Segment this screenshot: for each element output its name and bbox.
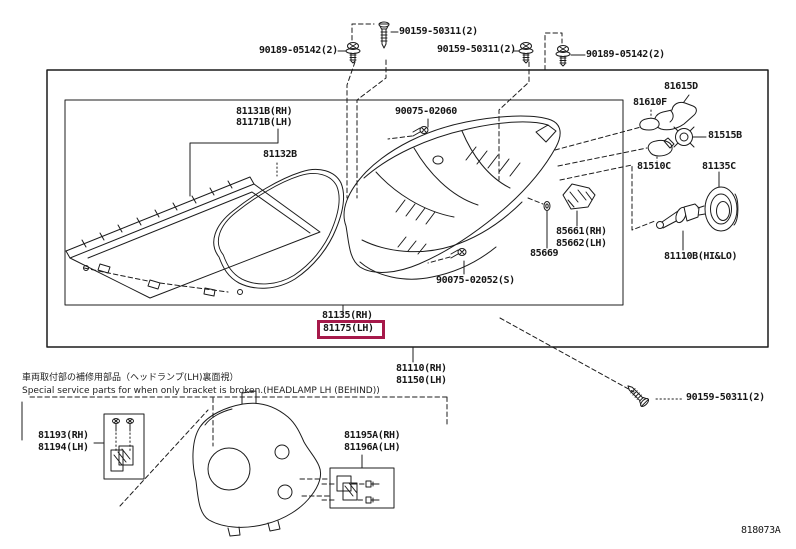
part-label-unit-lh[interactable]: 81175(LH) bbox=[323, 323, 374, 334]
part-label-lens-rh[interactable]: 81131B(RH) bbox=[236, 106, 293, 117]
part-label-socket[interactable]: 81515B bbox=[708, 130, 742, 141]
part-label-bracket-rh[interactable]: 85661(RH) bbox=[556, 226, 607, 237]
part-label-screw-upper[interactable]: 90075-02060 bbox=[395, 106, 457, 117]
bolt-mid-icon bbox=[512, 42, 534, 64]
part-label-socket-cover[interactable]: 81615D bbox=[664, 81, 698, 92]
part-label-screw-top-right[interactable]: 90189-05142(2) bbox=[586, 49, 665, 60]
service-note-en: Special service parts for when only brac… bbox=[22, 386, 380, 396]
bulb-front-drawing bbox=[639, 109, 660, 131]
leader-dashed bbox=[356, 59, 387, 199]
part-label-gasket[interactable]: 81132B bbox=[263, 149, 297, 160]
bolt-bottom-icon bbox=[499, 317, 684, 409]
part-label-assy-lh[interactable]: 81150(LH) bbox=[396, 375, 447, 386]
part-label-screw-lower[interactable]: 90075-02052(S) bbox=[436, 275, 515, 286]
part-label-bolt-mid[interactable]: 90159-50311(2) bbox=[437, 44, 516, 55]
bolt-top-icon bbox=[351, 21, 399, 49]
part-label-bolt-bottom[interactable]: 90159-50311(2) bbox=[686, 392, 765, 403]
outer-frame bbox=[46, 69, 769, 348]
socket-drawing bbox=[673, 126, 707, 148]
part-label-assy-rh[interactable]: 81110(RH) bbox=[396, 363, 447, 374]
screw-top-left-icon bbox=[337, 42, 361, 64]
rear-view-drawing bbox=[192, 390, 339, 537]
part-label-lens-lh[interactable]: 81171B(LH) bbox=[236, 117, 293, 128]
bulb-leader-dashed bbox=[554, 126, 656, 231]
diagram-code: 818073A bbox=[741, 525, 781, 536]
part-label-bracket-clip-lh[interactable]: 81196A(LH) bbox=[344, 442, 401, 453]
socket-cover-drawing bbox=[654, 94, 697, 131]
part-label-bulb-front[interactable]: 81610F bbox=[633, 97, 667, 108]
grommet-drawing bbox=[527, 197, 551, 249]
bracket-clip-kit bbox=[321, 454, 395, 509]
inner-frame bbox=[64, 99, 624, 306]
part-label-headlamp-bulb[interactable]: 81110B(HI&LO) bbox=[664, 251, 738, 262]
lens-drawing bbox=[65, 176, 321, 299]
bracket-screw-kit bbox=[93, 413, 145, 480]
screw-top-right-icon bbox=[544, 32, 586, 71]
retainer-ring-drawing bbox=[704, 171, 739, 232]
lens-label-leader bbox=[189, 128, 279, 197]
part-label-bracket-screw-rh[interactable]: 81193(RH) bbox=[38, 430, 89, 441]
part-label-grommet[interactable]: 85669 bbox=[530, 248, 559, 259]
part-label-retainer-ring[interactable]: 81135C bbox=[702, 161, 736, 172]
service-section bbox=[21, 396, 448, 507]
screw-upper-icon bbox=[387, 118, 429, 140]
headlamp-bulb-drawing bbox=[656, 203, 706, 251]
highlight-box: 81175(LH) bbox=[317, 320, 385, 339]
gasket-drawing bbox=[213, 162, 344, 289]
leader-dashed bbox=[498, 61, 530, 181]
part-label-bracket-clip-rh[interactable]: 81195A(RH) bbox=[344, 430, 401, 441]
screw-lower-icon bbox=[427, 248, 467, 275]
part-label-bulb-side[interactable]: 81510C bbox=[637, 161, 671, 172]
bulb-side-drawing bbox=[647, 137, 675, 162]
bracket-drawing bbox=[562, 183, 596, 227]
part-label-unit-rh[interactable]: 81135(RH) bbox=[322, 310, 373, 321]
part-label-bracket-lh[interactable]: 85662(LH) bbox=[556, 238, 607, 249]
part-label-bolt-top[interactable]: 90159-50311(2) bbox=[399, 26, 478, 37]
headlamp-housing-drawing bbox=[343, 115, 561, 280]
part-label-screw-top-left[interactable]: 90189-05142(2) bbox=[259, 45, 338, 56]
service-note-jp: 車両取付部の補修用部品（ヘッドランプ(LH)裏面視） bbox=[22, 373, 239, 383]
part-label-bracket-screw-lh[interactable]: 81194(LH) bbox=[38, 442, 89, 453]
leader-dashed bbox=[346, 61, 356, 199]
